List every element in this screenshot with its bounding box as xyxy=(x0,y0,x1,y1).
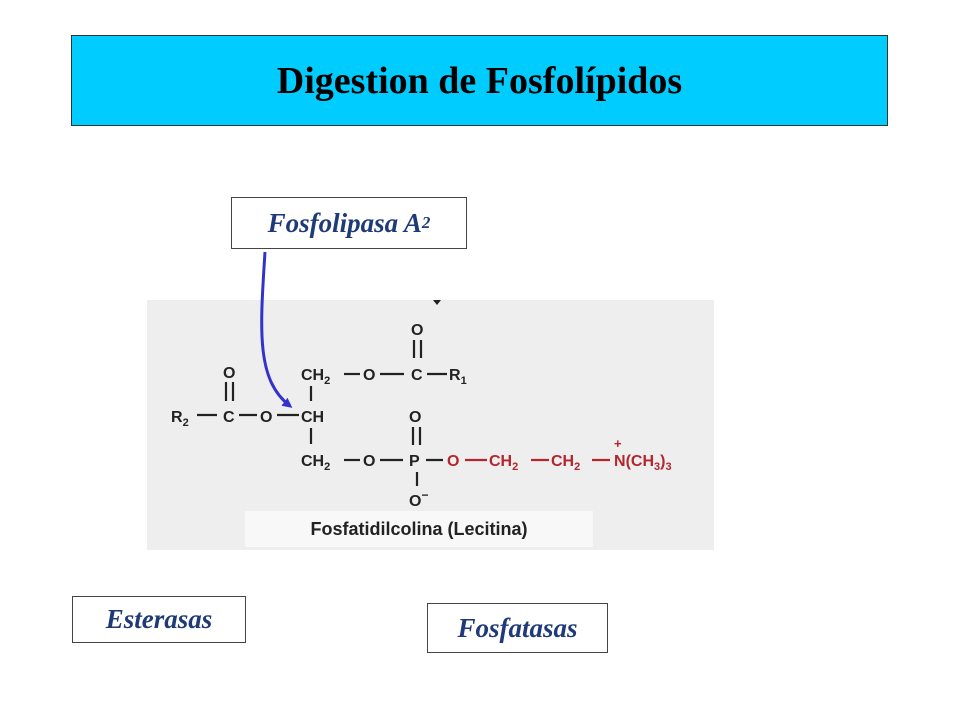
atom-o-bridge: O xyxy=(363,453,375,470)
atom-ch2-choline-2: CH2 xyxy=(551,453,580,473)
atom-r1: R1 xyxy=(449,367,467,387)
molecule-caption: Fosfatidilcolina (Lecitina) xyxy=(245,511,593,547)
atom-ch2-bottom: CH2 xyxy=(301,453,330,473)
page-title: Digestion de Fosfolípidos xyxy=(276,59,683,102)
enzyme-label-fosfatasas: Fosfatasas xyxy=(427,603,608,653)
atom-o-top-ester: O xyxy=(363,367,375,384)
atom-ch: CH xyxy=(301,409,324,426)
atom-ch2-top: CH2 xyxy=(301,367,330,387)
atom-ch2-choline-1: CH2 xyxy=(489,453,518,473)
arrowhead-top-marker xyxy=(433,300,441,305)
enzyme-label-esterasas: Esterasas xyxy=(72,596,246,643)
atom-o-phosphoryl: O xyxy=(409,409,421,426)
lecithin-structure-panel: O CH2 O C R1 O R2 C O CH O CH2 O xyxy=(147,300,714,550)
lecithin-structure-diagram: O CH2 O C R1 O R2 C O CH O CH2 O xyxy=(171,300,672,510)
enzyme-label-fosfatasas-text: Fosfatasas xyxy=(457,612,578,643)
atom-r2: R2 xyxy=(171,409,189,429)
atom-c-top: C xyxy=(411,367,423,384)
enzyme-label-fosfolipasa-a2-text: Fosfolipasa A xyxy=(267,207,422,238)
atom-o-left-ester: O xyxy=(260,409,272,426)
atom-o-minus: O− xyxy=(409,488,428,510)
atom-c-left: C xyxy=(223,409,235,426)
atom-p: P xyxy=(409,453,420,470)
atom-o-top-carbonyl: O xyxy=(411,322,423,339)
atom-o-left-carbonyl: O xyxy=(223,365,235,382)
title-banner: Digestion de Fosfolípidos xyxy=(71,35,888,126)
atom-n-trimethylammonium: N(CH3)3 xyxy=(614,453,672,473)
charge-plus: + xyxy=(614,436,622,451)
enzyme-label-esterasas-text: Esterasas xyxy=(105,604,213,634)
enzyme-label-subscript: 2 xyxy=(421,213,431,232)
atom-o-choline: O xyxy=(447,453,459,470)
